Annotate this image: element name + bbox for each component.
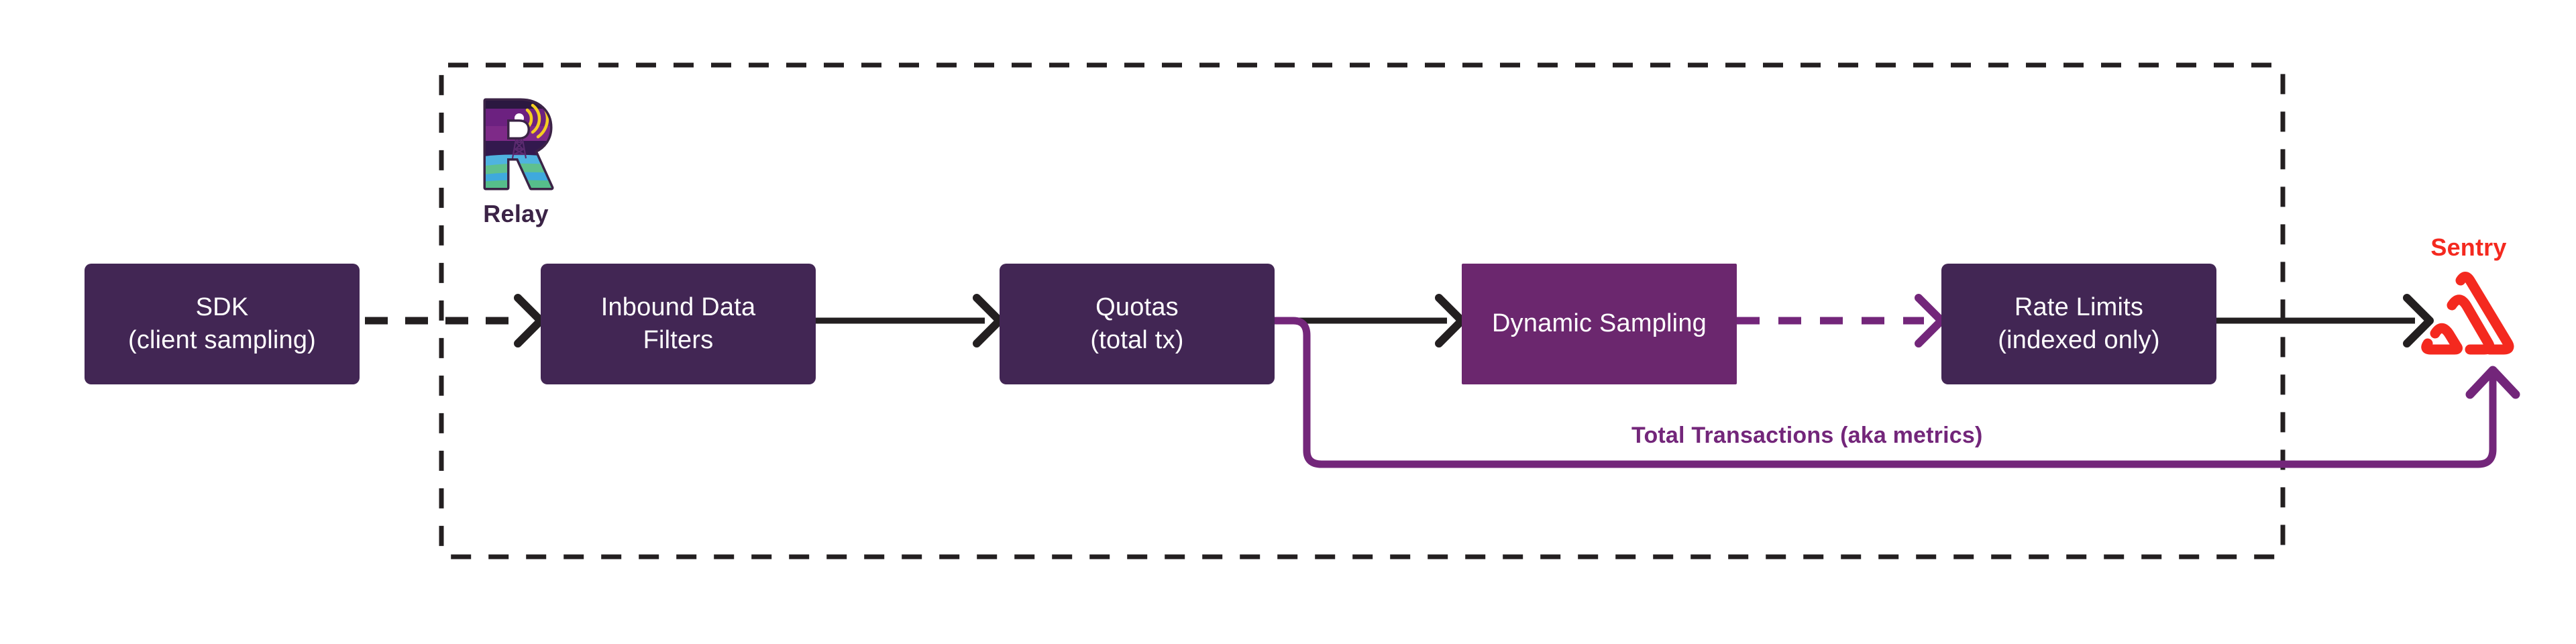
node-inbound-data-filters-line2: Filters	[643, 326, 714, 354]
node-inbound-data-filters-line1: Inbound Data	[600, 292, 756, 321]
node-rate-limits-line1: Rate Limits	[2014, 292, 2144, 321]
sentry-label: Sentry	[2430, 233, 2507, 261]
node-rate-limits[interactable]: Rate Limits (indexed only)	[1941, 264, 2216, 384]
edge-rate-limits-to-sentry	[2216, 294, 2434, 347]
sentry-chevron-arc-logo-icon	[2421, 272, 2514, 355]
node-inbound-data-filters[interactable]: Inbound Data Filters	[541, 264, 816, 384]
sentry-logo-group: Sentry	[2418, 233, 2519, 356]
relay-label: Relay	[483, 200, 549, 227]
relay-radio-tower-r-logo-icon	[483, 98, 554, 191]
node-quotas[interactable]: Quotas (total tx)	[1000, 264, 1275, 384]
metrics-caption: Total Transactions (aka metrics)	[1631, 423, 1983, 448]
node-sdk[interactable]: SDK (client sampling)	[85, 264, 360, 384]
edge-quotas-to-dynamic-sampling	[1275, 294, 1466, 347]
node-rate-limits-line2: (indexed only)	[1998, 326, 2160, 354]
node-sdk-line1: SDK	[195, 292, 249, 321]
edge-sdk-to-filters	[365, 294, 545, 347]
relay-logo-group: Relay	[474, 94, 558, 228]
node-dynamic-sampling-line1: Dynamic Sampling	[1492, 309, 1707, 338]
node-dynamic-sampling[interactable]: Dynamic Sampling	[1462, 264, 1737, 384]
node-quotas-line2: (total tx)	[1090, 326, 1184, 354]
edge-filters-to-quotas	[816, 294, 1004, 347]
node-quotas-line1: Quotas	[1095, 292, 1179, 321]
node-sdk-line2: (client sampling)	[127, 326, 317, 354]
edge-dynamic-sampling-to-rate-limits	[1737, 294, 1945, 347]
